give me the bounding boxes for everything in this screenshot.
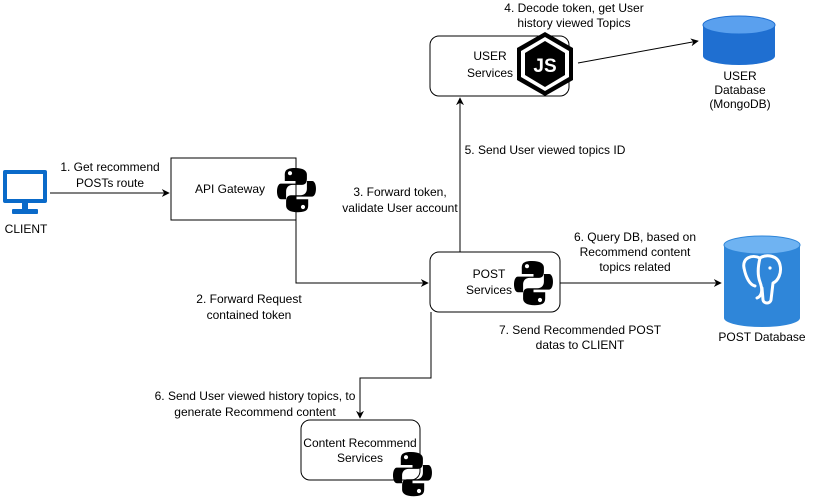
user-database-label-line1: USER <box>723 69 757 83</box>
content-recommend-box[interactable] <box>300 419 421 481</box>
edge-label-3-line1: 3. Forward token, <box>353 185 446 199</box>
content-recommend-label-line1: Content Recommend <box>303 436 416 450</box>
post-database-node: POST Database <box>718 235 806 344</box>
edge-label-4: 4. Decode token, get User history viewed… <box>504 1 643 30</box>
edge-label-3-line2: validate User account <box>342 201 458 215</box>
edge-label-2: 2. Forward Request contained token <box>196 292 302 322</box>
monitor-icon <box>3 170 47 214</box>
edge-label-5: 5. Send User viewed topics ID <box>465 143 626 157</box>
edge-label-6a-line3: topics related <box>599 260 670 274</box>
postgresql-elephant-icon <box>723 235 801 327</box>
edge-label-1-line2: POSTs route <box>76 176 144 190</box>
edge-label-2-line1: 2. Forward Request <box>196 292 302 306</box>
user-services-label-line1: USER <box>473 49 507 63</box>
client-label: CLIENT <box>5 222 48 236</box>
user-database-label-line2: Database <box>714 83 766 97</box>
edge-label-6a-line1: 6. Query DB, based on <box>574 230 696 244</box>
user-services-node[interactable]: USER Services JS <box>429 32 573 97</box>
edge-label-7: 7. Send Recommended POST datas to CLIENT <box>499 323 662 352</box>
edge-label-7-line1: 7. Send Recommended POST <box>499 323 662 337</box>
content-recommend-label-line2: Services <box>337 451 383 465</box>
edge-label-4-line2: history viewed Topics <box>517 16 630 30</box>
user-services-label-line2: Services <box>467 66 513 80</box>
edge-label-6b: 6. Send User viewed history topics, to g… <box>155 389 356 419</box>
edge-label-5-line1: 5. Send User viewed topics ID <box>465 143 626 157</box>
user-database-label-line3: (MongoDB) <box>709 97 770 111</box>
user-database-node: USER Database (MongoDB) <box>702 15 776 111</box>
edge-label-6b-line1: 6. Send User viewed history topics, to <box>155 389 356 403</box>
edge-label-1-line1: 1. Get recommend <box>60 160 159 174</box>
edge-label-2-line2: contained token <box>207 308 292 322</box>
edge-user-to-userdb <box>577 38 699 64</box>
content-recommend-node[interactable]: Content Recommend Services <box>300 419 432 497</box>
post-database-label: POST Database <box>718 330 805 344</box>
edge-gateway-to-post <box>295 220 429 287</box>
edge-label-6b-line2: generate Recommend content <box>174 405 336 419</box>
nodejs-icon: JS <box>517 32 573 96</box>
edge-label-4-line1: 4. Decode token, get User <box>504 1 643 15</box>
post-services-label-line2: Services <box>466 283 512 297</box>
api-gateway-box[interactable] <box>170 157 297 221</box>
edge-label-1: 1. Get recommend POSTs route <box>60 160 159 190</box>
edge-post-to-recommend <box>356 312 432 419</box>
svg-text:JS: JS <box>533 56 556 77</box>
api-gateway-label: API Gateway <box>195 182 265 196</box>
edge-label-7-line2: datas to CLIENT <box>536 338 625 352</box>
edge-label-6a: 6. Query DB, based on Recommend content … <box>574 230 696 274</box>
client-node: CLIENT <box>3 170 48 236</box>
edge-label-6a-line2: Recommend content <box>580 245 691 259</box>
edge-label-3: 3. Forward token, validate User account <box>342 185 458 215</box>
database-cylinder-icon <box>702 15 776 65</box>
post-services-node[interactable]: POST Services <box>429 251 561 313</box>
post-services-label-line1: POST <box>473 267 506 281</box>
api-gateway-node[interactable]: API Gateway <box>170 157 316 221</box>
